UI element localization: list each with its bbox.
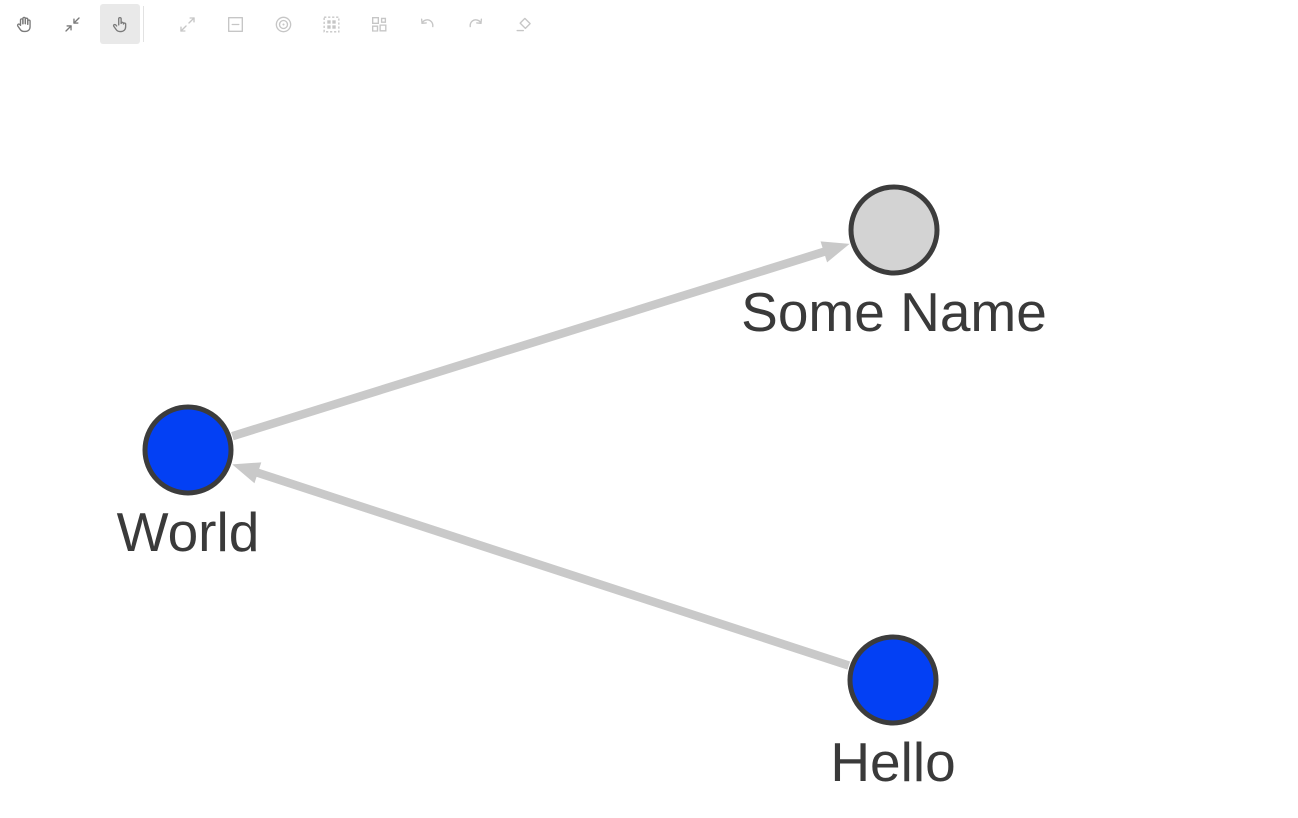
edge-hello-world[interactable] — [253, 467, 851, 670]
toolbar-separator — [143, 6, 144, 42]
redo-button[interactable] — [455, 4, 495, 44]
marquee-zoom-icon — [225, 14, 246, 35]
node-label-world: World — [117, 501, 260, 563]
eraser-button[interactable] — [503, 4, 543, 44]
expand-button[interactable] — [167, 4, 207, 44]
edge-world-someName[interactable] — [231, 246, 828, 441]
circular-layout-button[interactable] — [263, 4, 303, 44]
layout-blocks-button[interactable] — [359, 4, 399, 44]
redo-icon — [465, 14, 486, 35]
node-world[interactable] — [142, 404, 234, 496]
node-label-someName: Some Name — [741, 281, 1047, 343]
arrowhead-icon — [820, 241, 850, 263]
node-label-hello: Hello — [830, 731, 955, 793]
pan-hand-icon — [14, 14, 35, 35]
circular-layout-icon — [273, 14, 294, 35]
grid-layout-button[interactable] — [311, 4, 351, 44]
arrowhead-icon — [232, 462, 262, 484]
pointer-select-icon — [110, 14, 131, 35]
undo-button[interactable] — [407, 4, 447, 44]
eraser-icon — [513, 14, 534, 35]
pan-tool-button[interactable] — [4, 4, 44, 44]
node-someName[interactable] — [848, 184, 940, 276]
fit-content-button[interactable] — [52, 4, 92, 44]
undo-icon — [417, 14, 438, 35]
grid-layout-icon — [321, 14, 342, 35]
fit-content-icon — [62, 14, 83, 35]
toolbar — [0, 0, 1298, 48]
expand-icon — [177, 14, 198, 35]
pointer-select-button[interactable] — [100, 4, 140, 44]
marquee-zoom-button[interactable] — [215, 4, 255, 44]
layout-blocks-icon — [369, 14, 390, 35]
node-hello[interactable] — [847, 634, 939, 726]
